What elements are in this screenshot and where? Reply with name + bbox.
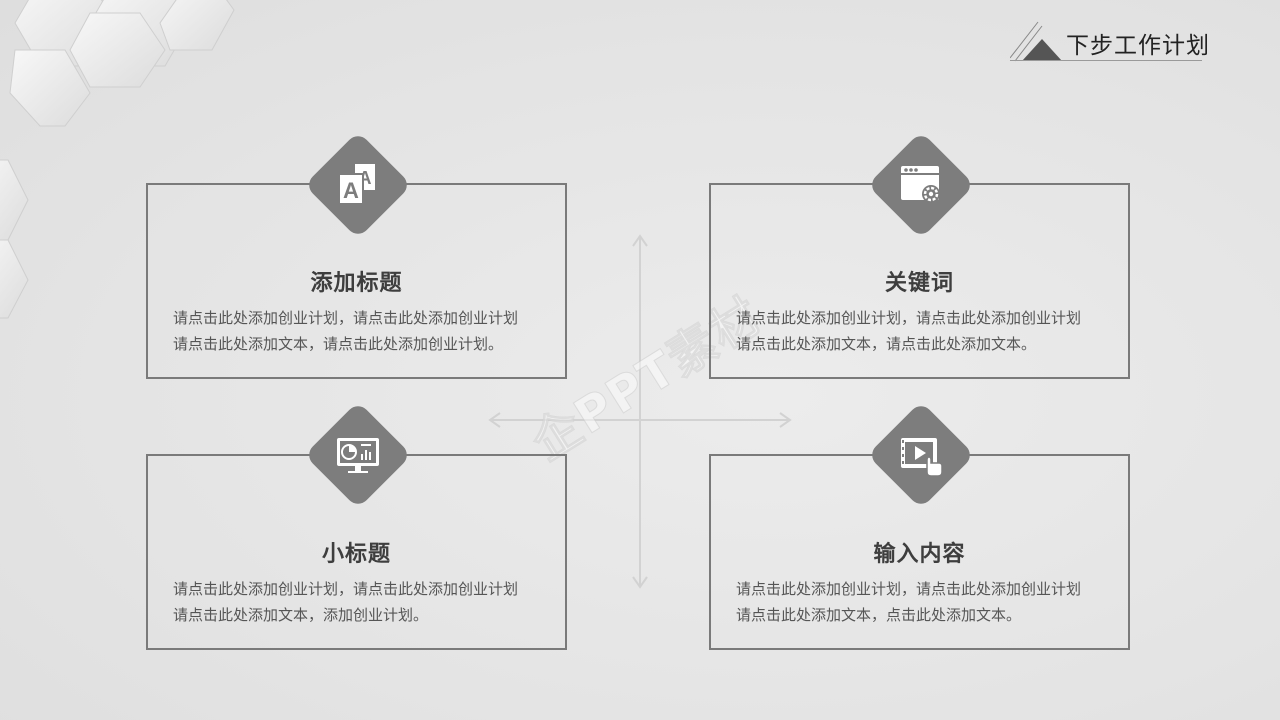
- slide-header: 下步工作计划: [1010, 18, 1210, 66]
- page-title: 下步工作计划: [1066, 33, 1210, 59]
- card-text-line: 请点击此处添加文本，请点击此处添加创业计划。: [173, 335, 504, 353]
- card-text-line: 请点击此处添加文本，点击此处添加文本。: [736, 606, 1022, 624]
- card-input-content: 输入内容 请点击此处添加创业计划，请点击此处添加创业计划 请点击此处添加文本，点…: [709, 454, 1130, 650]
- header-divider: [1010, 60, 1202, 61]
- card-text-line: 请点击此处添加创业计划，请点击此处添加创业计划: [173, 309, 519, 327]
- triangle-logo-icon: [1010, 21, 1062, 62]
- card-text-line: 请点击此处添加创业计划，请点击此处添加创业计划: [736, 309, 1082, 327]
- card-title: 添加标题: [310, 271, 403, 296]
- browser-settings-icon: [901, 166, 940, 203]
- card-title: 小标题: [321, 542, 391, 567]
- svg-text:A: A: [343, 178, 359, 203]
- card-text-line: 请点击此处添加文本，添加创业计划。: [173, 606, 429, 624]
- monitor-chart-icon: [337, 438, 379, 473]
- font-icon: A A: [338, 164, 375, 205]
- diamond-badge: A A: [304, 131, 412, 239]
- card-add-title: 添加标题 请点击此处添加创业计划，请点击此处添加创业计划 请点击此处添加文本，请…: [146, 183, 567, 379]
- card-text-line: 请点击此处添加创业计划，请点击此处添加创业计划: [736, 580, 1082, 598]
- card-title: 输入内容: [873, 542, 966, 567]
- video-click-icon: [901, 438, 943, 477]
- card-text: 请点击此处添加创业计划，请点击此处添加创业计划 请点击此处添加文本，点击此处添加…: [736, 576, 1108, 628]
- diamond-badge: [867, 131, 975, 239]
- diamond-badge: [304, 401, 412, 509]
- card-text: 请点击此处添加创业计划，请点击此处添加创业计划 请点击此处添加文本，添加创业计划…: [173, 576, 545, 628]
- card-text-line: 请点击此处添加文本，请点击此处添加文本。: [736, 335, 1037, 353]
- card-text: 请点击此处添加创业计划，请点击此处添加创业计划 请点击此处添加文本，请点击此处添…: [173, 305, 545, 357]
- diamond-badge: [867, 401, 975, 509]
- card-text: 请点击此处添加创业计划，请点击此处添加创业计划 请点击此处添加文本，请点击此处添…: [736, 305, 1108, 357]
- card-title: 关键词: [884, 271, 954, 296]
- card-text-line: 请点击此处添加创业计划，请点击此处添加创业计划: [173, 580, 519, 598]
